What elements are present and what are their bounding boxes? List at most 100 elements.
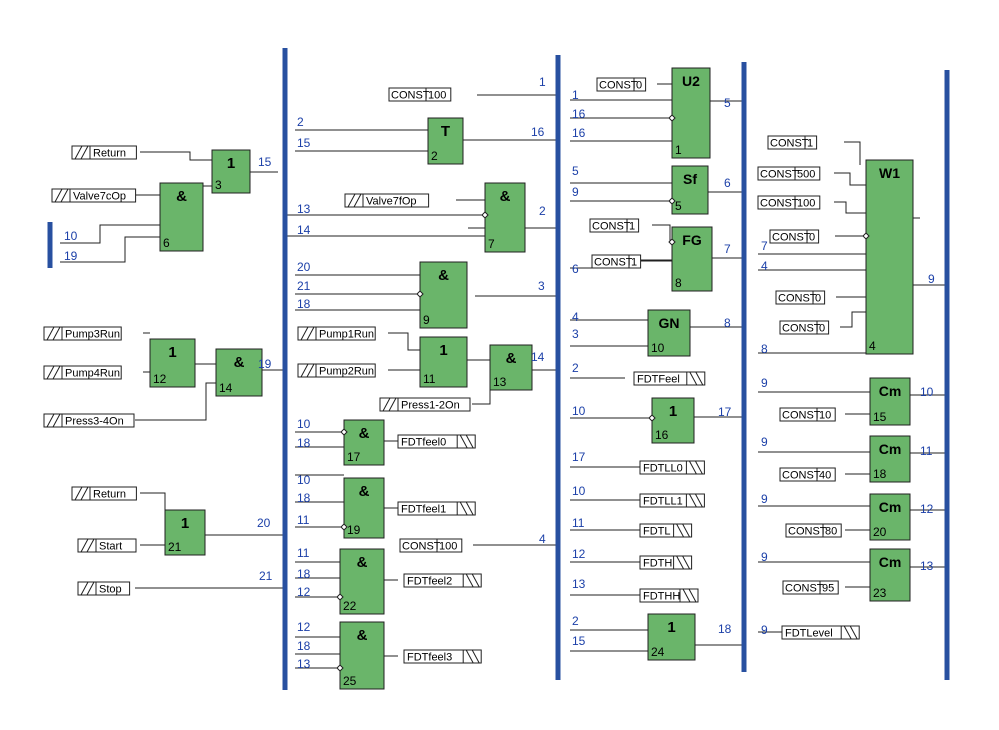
net-number: 2: [572, 361, 579, 375]
net-number: 15: [572, 634, 586, 648]
wire: [834, 201, 866, 214]
const-value: 100: [797, 198, 815, 210]
net-number: 8: [724, 316, 731, 330]
net-number: 9: [761, 550, 768, 564]
output-box: FDTLevel: [781, 625, 860, 640]
net-number: 11: [297, 546, 310, 560]
input-label: Pump3Run: [65, 329, 120, 341]
negation-marker: [668, 197, 676, 205]
net-number: 2: [572, 614, 579, 628]
wire: [388, 332, 420, 351]
net-number: 12: [920, 502, 934, 516]
negation-marker: [340, 523, 348, 531]
input-box: Press1-2On: [379, 397, 471, 412]
negation-marker: [336, 593, 344, 601]
logic-block: 13: [211, 149, 251, 194]
net-number: 17: [718, 405, 732, 419]
output-box: FDTLL0: [639, 460, 705, 475]
block-type: 1: [168, 344, 176, 361]
logic-block: W14: [865, 159, 914, 355]
block-number: 5: [675, 199, 682, 213]
const-label: CONST: [391, 90, 430, 102]
input-box: Pump3Run: [43, 326, 122, 341]
net-number: 16: [572, 107, 586, 121]
net-number: 8: [761, 342, 768, 356]
logic-block: T2: [427, 117, 464, 165]
logic-block: &25: [339, 621, 385, 690]
net-number: 11: [572, 516, 585, 530]
const-label: CONST: [785, 583, 824, 595]
net-number: 10: [920, 385, 934, 399]
output-label: FDTfeel3: [407, 652, 452, 664]
logic-block: & 17: [343, 419, 385, 466]
block-number: 8: [675, 276, 682, 290]
block-type: &: [359, 425, 370, 442]
block-number: 10: [651, 341, 665, 355]
block-number: 13: [493, 375, 507, 389]
negation-marker: [862, 232, 870, 240]
input-box: Valve7fOp: [344, 193, 430, 208]
const-value: 40: [819, 470, 831, 482]
net-number: 10: [572, 404, 586, 418]
net-number: 14: [531, 350, 545, 364]
net-number: 19: [258, 357, 272, 371]
net-number: 9: [761, 492, 768, 506]
output-label: FDTLevel: [785, 628, 833, 640]
net-number: 18: [297, 491, 311, 505]
block-type: W1: [879, 165, 900, 181]
block-type: Cm: [879, 383, 902, 399]
net-number: 10: [64, 229, 78, 243]
block-type: Cm: [879, 499, 902, 515]
logic-block: 116: [651, 397, 695, 444]
net-number: 6: [572, 262, 579, 276]
const-label: CONST: [594, 257, 633, 269]
const-label: CONST: [599, 80, 638, 92]
logic-block: 112: [149, 338, 196, 388]
block-type: &: [357, 627, 368, 644]
const-value: 95: [822, 583, 834, 595]
negation-marker: [648, 414, 656, 422]
output-box: FDTfeel0: [397, 434, 476, 449]
block-type: T: [441, 123, 450, 140]
block-type: GN: [659, 315, 680, 331]
block-number: 17: [347, 450, 361, 464]
block-type: &: [500, 188, 511, 205]
net-number: 9: [928, 272, 935, 286]
net-numbers: 1019151920212151314202118101810181111181…: [64, 75, 935, 671]
net-number: 4: [539, 532, 546, 546]
block-number: 16: [655, 428, 669, 442]
output-label: FDTHH: [643, 591, 680, 603]
negation-marker: [416, 290, 424, 298]
input-box: Return: [71, 145, 137, 160]
net-number: 5: [724, 96, 731, 110]
net-number: 20: [297, 260, 311, 274]
output-label: FDTfeel0: [401, 437, 446, 449]
input-box: Return: [71, 486, 137, 501]
net-number: 16: [572, 126, 586, 140]
net-number: 19: [64, 249, 78, 263]
const-value: 100: [428, 90, 446, 102]
const-label: CONST: [592, 221, 631, 233]
const-value: 0: [815, 293, 821, 305]
block-number: 6: [163, 236, 170, 250]
input-box: Stop: [77, 581, 131, 596]
logic-block: Sf5: [671, 165, 709, 215]
const-value: 0: [819, 323, 825, 335]
const-label: CONST: [782, 470, 821, 482]
const-value: 1: [807, 138, 813, 150]
net-number: 13: [297, 202, 311, 216]
negation-marker: [481, 211, 489, 219]
net-number: 9: [761, 435, 768, 449]
net-number: 10: [297, 417, 311, 431]
const-label: CONST: [788, 526, 827, 538]
block-type: &: [506, 350, 517, 367]
